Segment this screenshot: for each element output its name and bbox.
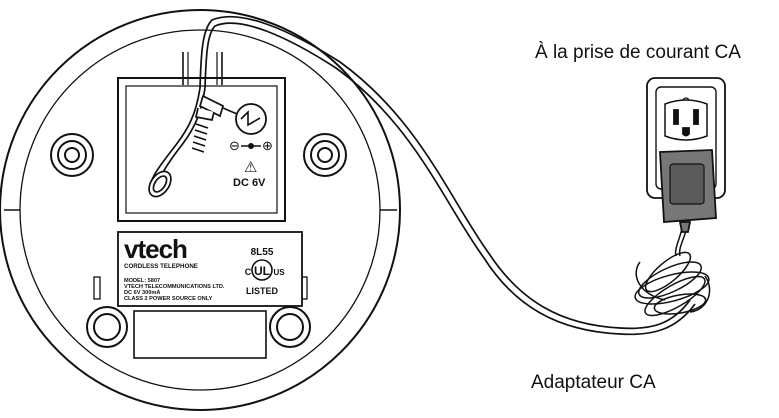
rating-label: vtech CORDLESS TELEPHONE MODEL: 5807 VTE… (117, 231, 303, 307)
base-outer-rim (0, 9, 401, 411)
date-code: 8L55 (251, 247, 274, 258)
svg-text:UL: UL (254, 264, 270, 278)
product-name: CORDLESS TELEPHONE (124, 263, 198, 270)
power-class: CLASS 2 POWER SOURCE ONLY (124, 296, 213, 302)
jack-polarity-plus: ⊕ (262, 138, 273, 153)
svg-text:C: C (245, 267, 252, 277)
cord-recess (117, 77, 286, 222)
adapter-callout: Adaptateur CA (531, 372, 656, 393)
power-jack-icon (235, 103, 267, 135)
warning-icon: ⚠ (244, 159, 257, 176)
brand-logo: vtech (124, 234, 187, 264)
ul-listed-icon: UL C US LISTED (245, 259, 285, 296)
coiled-cord (634, 223, 711, 317)
cord-in-base (148, 87, 238, 198)
battery-compartment (133, 310, 267, 359)
rubber-foot-bottom-right (269, 306, 311, 348)
power-cord (199, 15, 696, 336)
svg-text:LISTED: LISTED (246, 286, 279, 296)
rubber-foot-bottom-left (86, 306, 128, 348)
model-number: MODEL: 5807 (124, 278, 160, 284)
telephone-base (0, 9, 401, 411)
outlet-callout: À la prise de courant CA (535, 42, 741, 63)
manufacturer: VTECH TELECOMMUNICATIONS LTD. (124, 284, 225, 290)
rubber-foot-left (50, 133, 94, 177)
jack-polarity-minus: ⊖ (229, 138, 240, 153)
rubber-foot-right (303, 133, 347, 177)
power-rating: DC 6V 300mA (124, 290, 160, 296)
svg-text:US: US (273, 268, 285, 277)
jack-voltage-label: DC 6V (233, 177, 266, 189)
ac-adapter (659, 149, 717, 233)
